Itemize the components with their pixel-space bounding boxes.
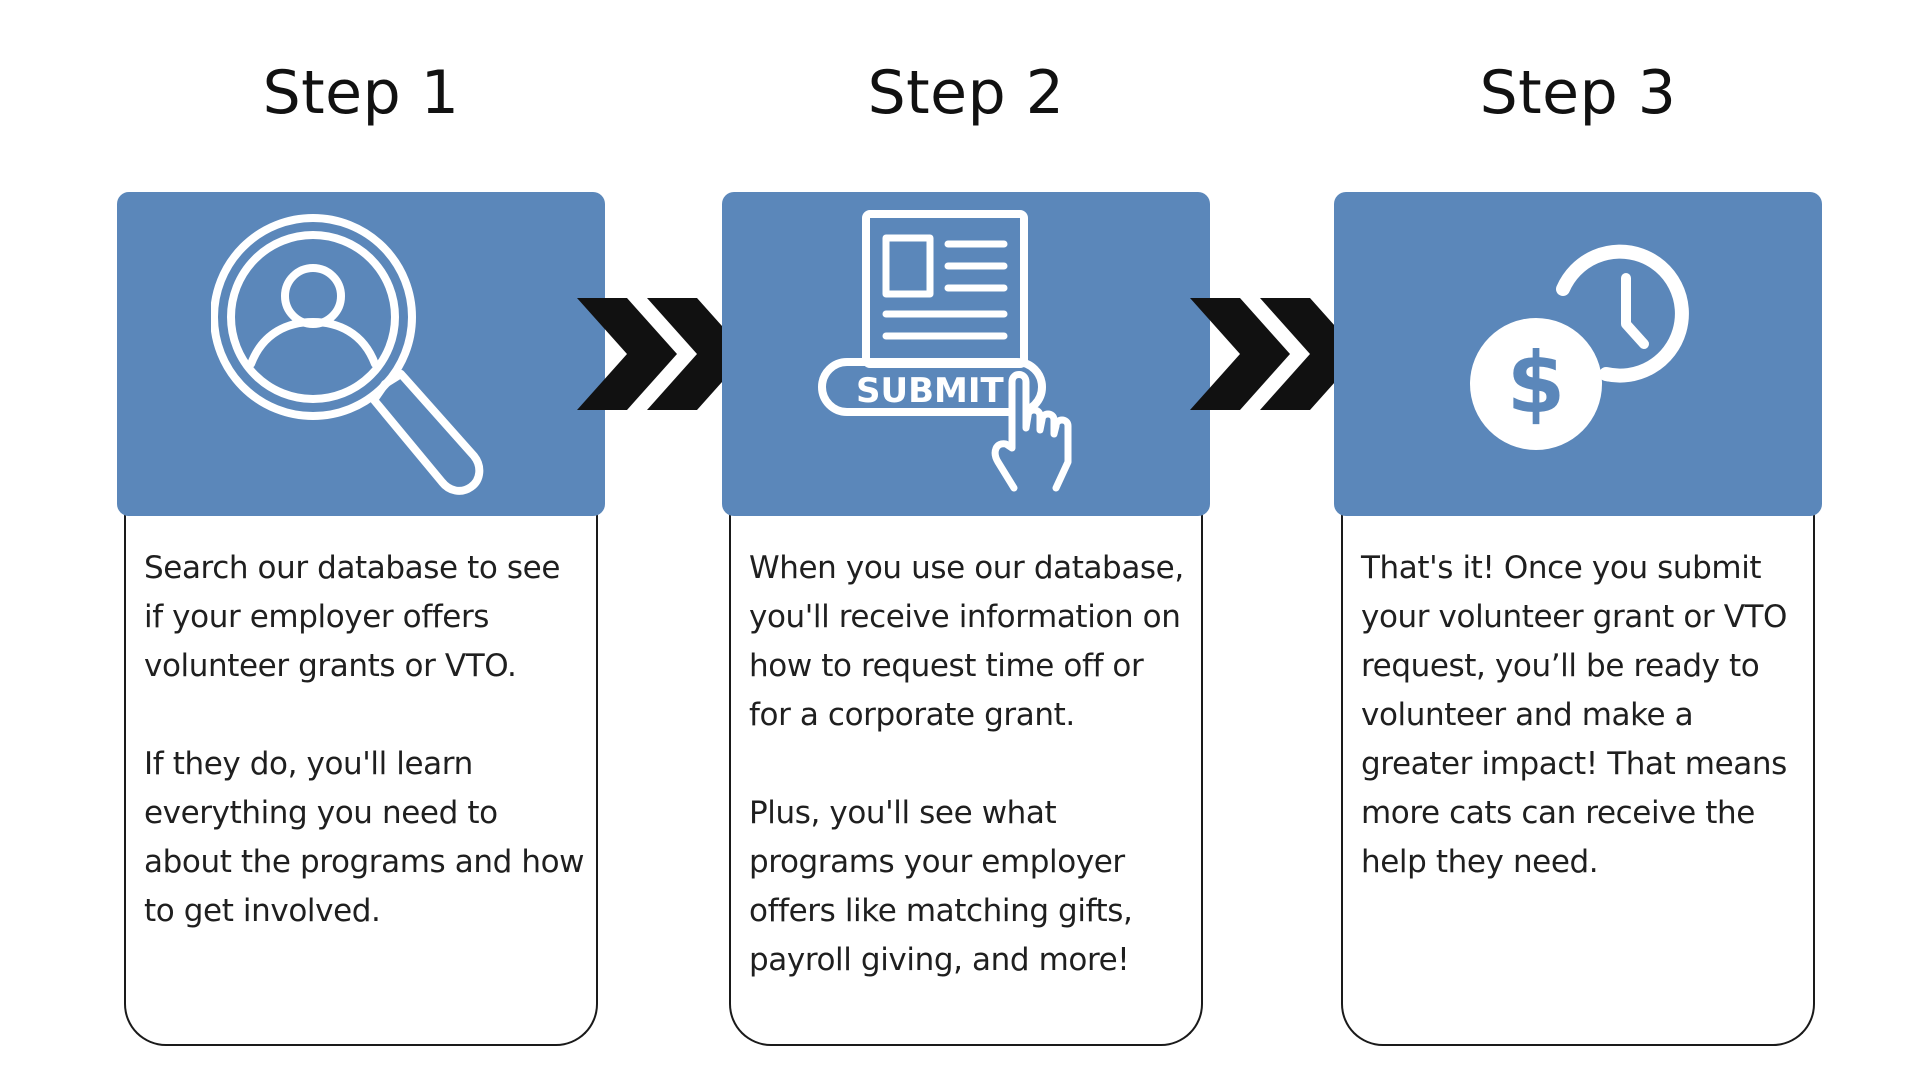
dollar-clock-icon: $ (1470, 244, 1689, 450)
step-3-card-header: $ (1334, 192, 1822, 516)
step-2-paragraph-1: When you use our database, you'll receiv… (749, 550, 1184, 733)
step-2-card-header: SUBMIT (722, 192, 1210, 516)
step-1-card-body (124, 492, 598, 1046)
step-2-title: Step 2 (867, 58, 1065, 128)
step-1-paragraph-2: If they do, you'll learn everything you … (144, 746, 585, 929)
step-1-card: Search our database to see if your emplo… (117, 192, 605, 1046)
step-3-card: $ That's it! Once you submit your volunt… (1334, 192, 1822, 1046)
step-2-paragraph-2: Plus, you'll see what programs your empl… (749, 795, 1133, 978)
step-1-paragraph-1: Search our database to see if your emplo… (144, 550, 561, 684)
submit-form-icon: SUBMIT (818, 210, 1072, 492)
step-3-title: Step 3 (1479, 58, 1677, 128)
step-3-description: That's it! Once you submit your voluntee… (1361, 544, 1804, 887)
step-2-description: When you use our database, you'll receiv… (749, 544, 1192, 985)
dollar-sign: $ (1507, 334, 1565, 432)
search-person-icon (211, 214, 484, 495)
step-3-paragraph-1: That's it! Once you submit your voluntee… (1361, 550, 1788, 880)
step-1-title: Step 1 (262, 58, 460, 128)
step-3-card-body (1341, 492, 1815, 1046)
step-1-card-header (117, 192, 605, 516)
submit-label: SUBMIT (856, 371, 1004, 411)
step-2-card-body (729, 492, 1203, 1046)
step-2-card: SUBMIT When you use our database, you'll… (722, 192, 1210, 1046)
step-1-description: Search our database to see if your emplo… (144, 544, 587, 936)
